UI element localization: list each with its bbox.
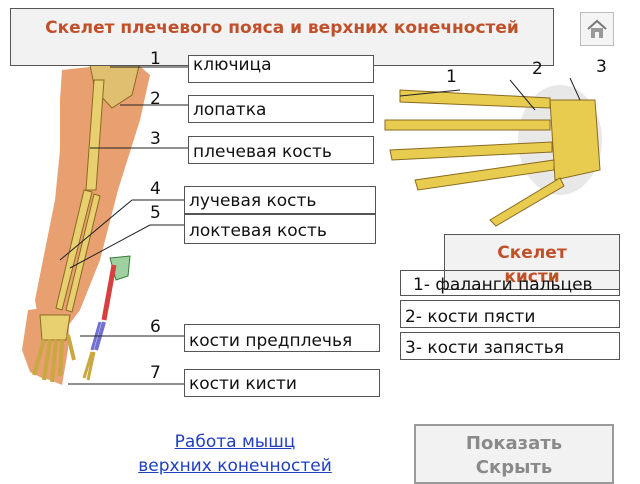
label-text-radius: лучевая кость xyxy=(189,191,317,211)
label-text-ulna: локтевая кость xyxy=(189,221,327,241)
label-box-radius: лучевая кость xyxy=(184,186,376,214)
label-text-hand-bones: кости кисти xyxy=(189,374,297,394)
label-number-2: 2 xyxy=(150,89,161,109)
hand-skeleton-title-box: Скелет кисти xyxy=(444,234,620,290)
page-title-box: Скелет плечевого пояса и верхних конечно… xyxy=(10,8,554,66)
arm-skeleton-illustration xyxy=(22,61,190,385)
label-box-forearm-bones: кости предплечья xyxy=(184,324,380,352)
hand-item-carpals: 3- кости запястья xyxy=(400,332,620,360)
hand-item-metacarpals-text: 2- кости пясти xyxy=(405,307,536,327)
hand-item-phalanges: 1- фаланги пальцев xyxy=(400,270,620,296)
label-text-forearm-bones: кости предплечья xyxy=(189,331,353,351)
hand-number-1: 1 xyxy=(446,67,457,87)
label-number-3: 3 xyxy=(150,129,161,149)
home-button[interactable] xyxy=(580,12,614,46)
label-number-6: 6 xyxy=(150,317,161,337)
hand-item-phalanges-text: 1- фаланги пальцев xyxy=(413,275,593,295)
hide-label: Скрыть xyxy=(475,457,553,478)
label-text-humerus: плечевая кость xyxy=(193,142,332,162)
label-box-ulna: локтевая кость xyxy=(184,214,376,244)
label-box-clavicle: ключица xyxy=(188,55,374,83)
label-box-hand-bones: кости кисти xyxy=(184,369,380,397)
label-number-4: 4 xyxy=(150,179,161,199)
label-box-humerus: плечевая кость xyxy=(188,136,374,164)
home-icon xyxy=(587,19,607,38)
show-hide-button[interactable]: Показать Скрыть xyxy=(414,424,614,484)
hand-number-3: 3 xyxy=(596,57,607,77)
label-text-clavicle: ключица xyxy=(193,55,272,75)
label-number-5: 5 xyxy=(150,203,161,223)
label-number-7: 7 xyxy=(150,363,161,383)
hand-number-2: 2 xyxy=(532,59,543,79)
show-label: Показать xyxy=(465,433,563,454)
hand-skeleton-title: Скелет кисти xyxy=(497,243,567,287)
hand-item-carpals-text: 3- кости запястья xyxy=(405,338,565,358)
hand-item-metacarpals: 2- кости пясти xyxy=(400,300,620,328)
muscles-link[interactable]: Работа мышц верхних конечностей xyxy=(130,430,340,478)
muscles-link-line2[interactable]: верхних конечностей xyxy=(138,456,332,476)
muscles-link-line1[interactable]: Работа мышц xyxy=(174,432,296,452)
label-box-scapula: лопатка xyxy=(188,95,374,123)
hand-skeleton-illustration xyxy=(384,77,602,227)
label-text-scapula: лопатка xyxy=(193,100,267,120)
page-title: Скелет плечевого пояса и верхних конечно… xyxy=(45,18,519,38)
label-number-1: 1 xyxy=(150,49,161,69)
